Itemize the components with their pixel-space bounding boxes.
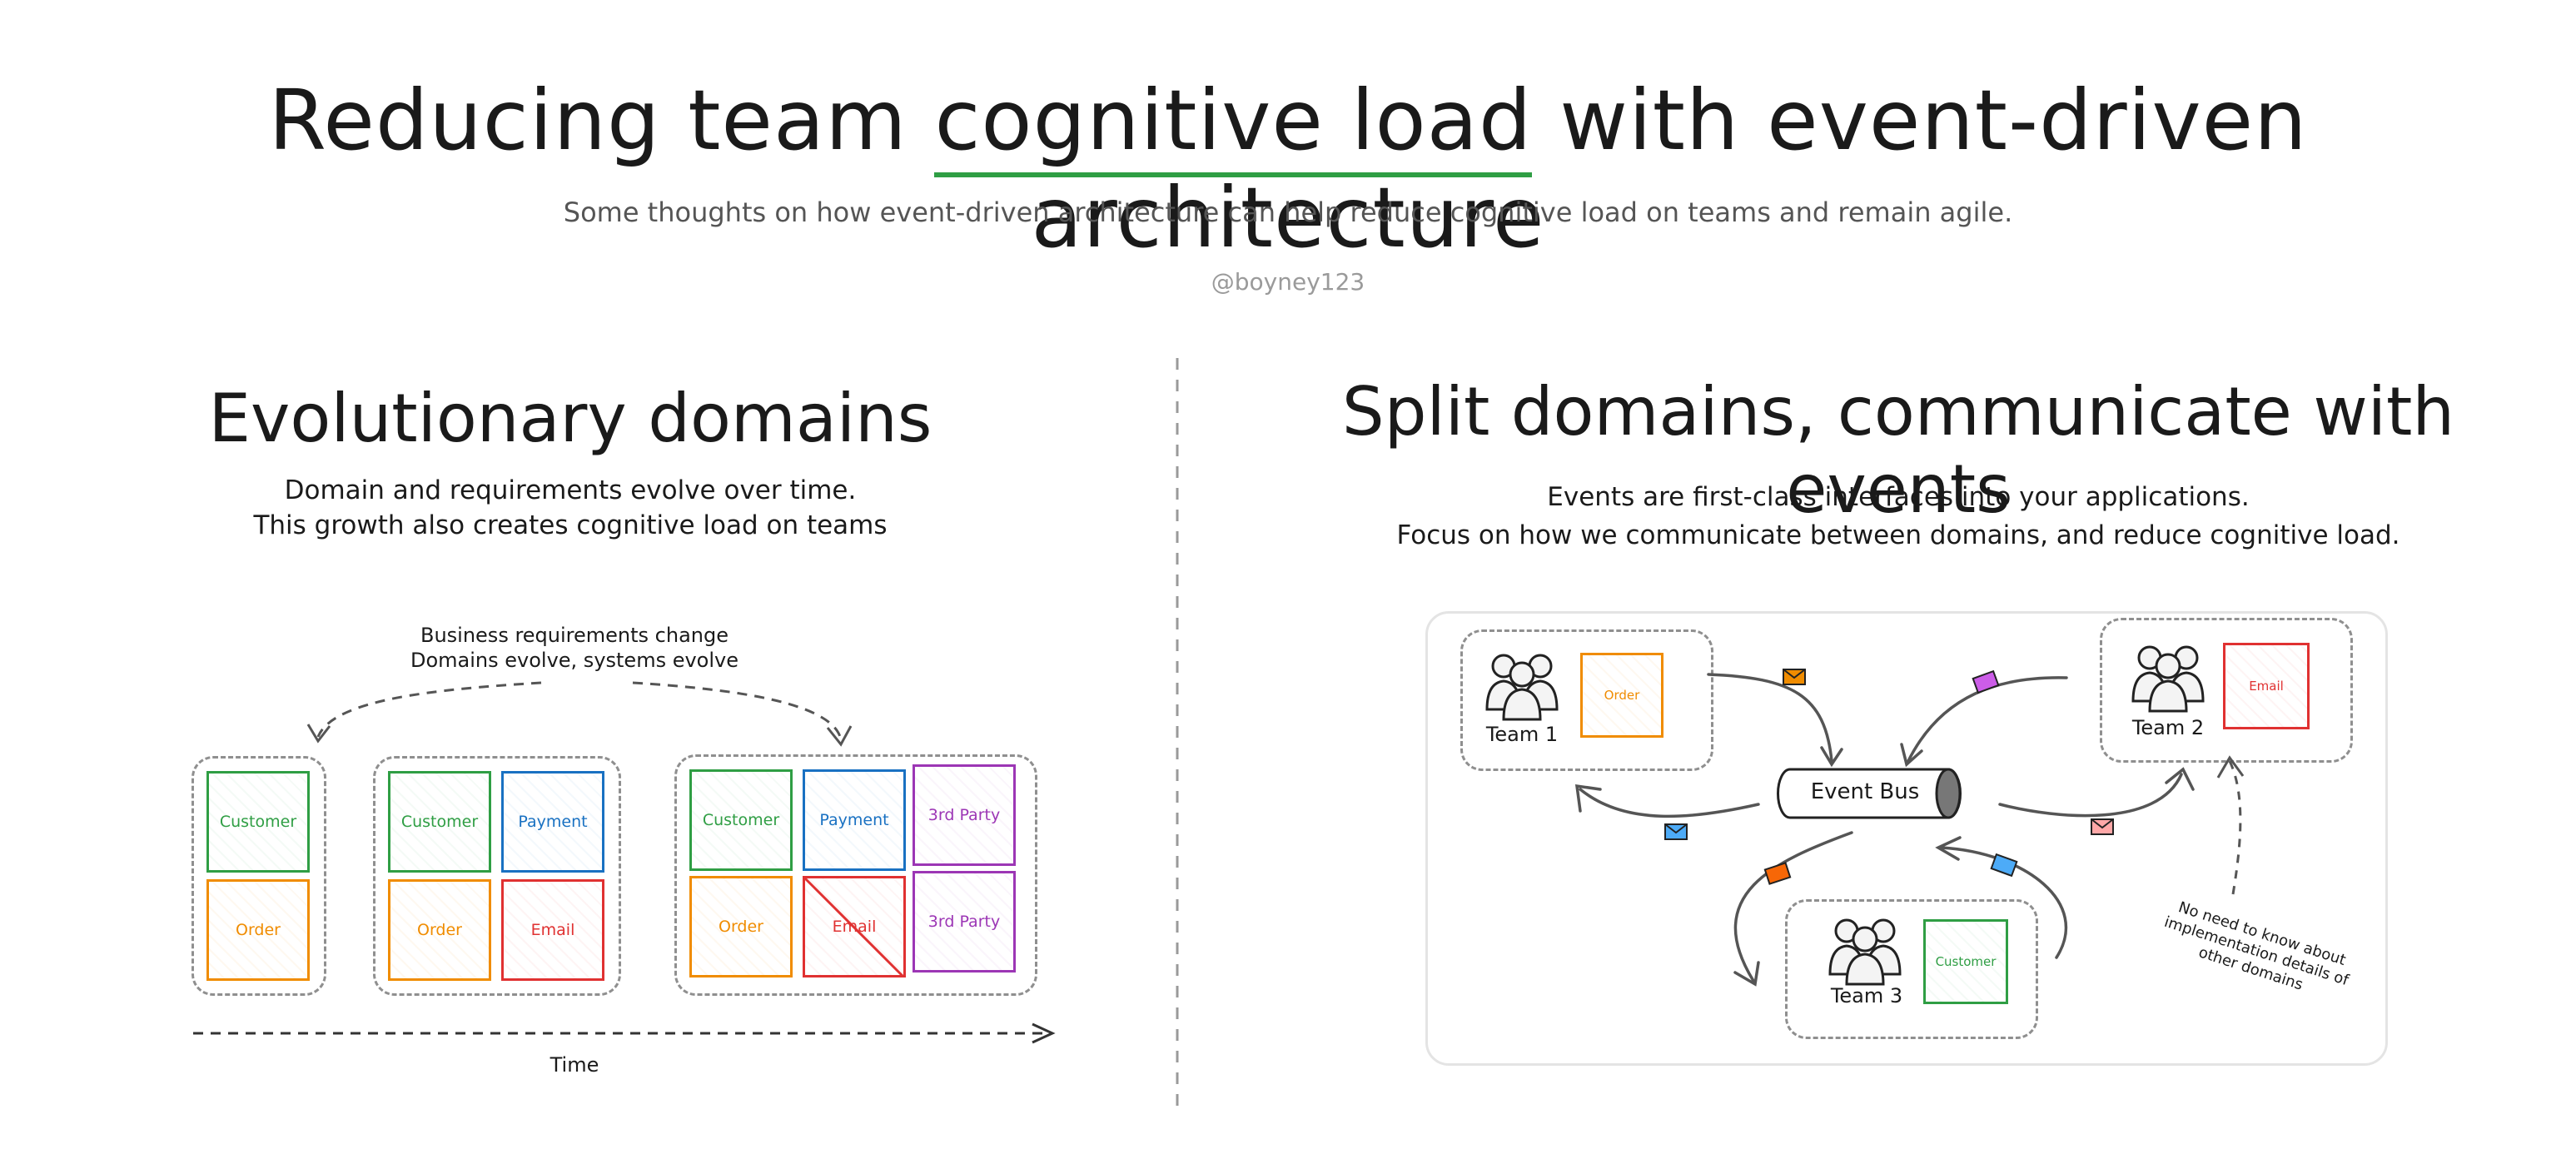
evolution-annotation: Business requirements change Domains evo… [366,623,783,673]
left-desc-line-1: Domain and requirements evolve over time… [284,475,857,505]
stage2-email-box: Email [501,879,604,981]
team-3-customer-box: Customer [1923,919,2008,1004]
architecture-diagram-frame [1425,611,2388,1066]
stage3-customer-box: Customer [689,769,793,871]
stage1-customer-box: Customer [206,771,310,873]
stage3-order-box: Order [689,876,793,977]
stage3-third-party-box-1: 3rd Party [913,764,1016,866]
team-1-label: Team 1 [1485,723,1559,746]
subtitle: Some thoughts on how event-driven archit… [563,196,2013,228]
title-part-2: with event-driven architecture [1031,72,2308,266]
event-bus-cylinder [1777,768,1962,819]
time-label: Time [550,1053,599,1077]
team-3-group [1785,899,2038,1039]
team-1-group [1460,629,1713,771]
annotation-line-2: Domains evolve, systems evolve [410,649,738,672]
right-desc-line-1: Events are first-class interfaces into y… [1547,482,2250,512]
author-handle: @boyney123 [1211,268,1365,296]
team-1-order-box: Order [1580,653,1663,738]
evolution-arrows [306,681,853,747]
stage2-payment-box: Payment [501,771,604,873]
team-3-people-icon [1828,918,1902,986]
team-2-people-icon [2131,645,2205,713]
stage-1-group [191,756,326,996]
title-highlight: cognitive load [934,72,1533,177]
left-description: Domain and requirements evolve over time… [183,473,957,543]
time-arrow [193,1022,1056,1044]
team-1-people-icon [1485,654,1559,721]
main-title: Reducing team cognitive load with event-… [0,72,2576,266]
stage1-order-box: Order [206,879,310,981]
stage3-third-party-box-2: 3rd Party [913,871,1016,973]
team-2-label: Team 2 [2131,716,2205,739]
stage2-customer-box: Customer [388,771,491,873]
section-divider [1176,358,1179,1107]
right-description: Events are first-class interfaces into y… [1241,478,2556,555]
event-flow-arrows [1574,669,2245,987]
left-heading: Evolutionary domains [208,380,932,457]
event-bus-label: Event Bus [1810,779,1920,804]
team-2-email-box: Email [2223,643,2310,729]
annotation-line-1: Business requirements change [420,624,729,647]
stage3-payment-box: Payment [803,769,906,871]
stage2-order-box: Order [388,879,491,981]
right-heading: Split domains, communicate with events [1341,373,2455,528]
stage-3-group [674,754,1037,996]
team-3-label: Team 3 [1830,984,1903,1007]
left-desc-line-2: This growth also creates cognitive load … [253,510,888,540]
title-part-1: Reducing team [268,72,935,169]
right-desc-line-2: Focus on how we communicate between doma… [1396,520,2400,550]
stage-2-group [373,756,621,996]
email-strike-line [803,876,904,977]
